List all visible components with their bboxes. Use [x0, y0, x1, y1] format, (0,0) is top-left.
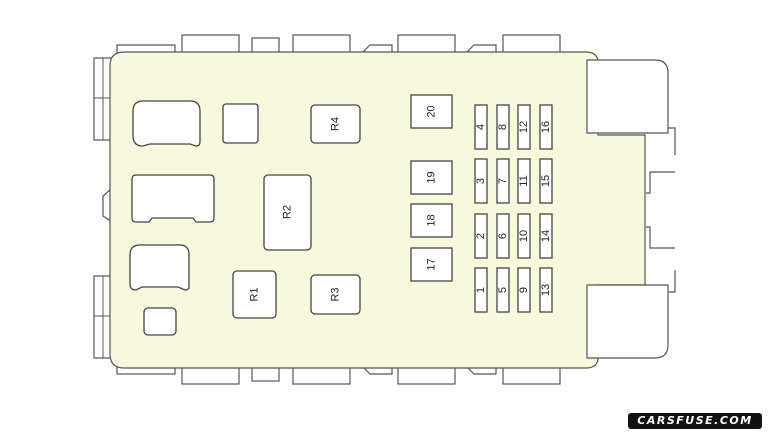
left-connectors [93, 57, 113, 359]
fuse-18[interactable]: 18 [410, 203, 453, 238]
relay-label: R3 [330, 287, 342, 301]
fuse-label: 16 [540, 121, 552, 133]
fuse-slot [539, 267, 553, 313]
fuse-label: 15 [540, 175, 552, 187]
fuse-label: 8 [497, 124, 509, 130]
fuse-3[interactable]: 3 [474, 158, 488, 204]
fuse-label: 11 [518, 175, 530, 186]
fuse-slot [517, 213, 531, 259]
fuse-label: 17 [426, 258, 438, 270]
fuse-label: 20 [426, 105, 438, 117]
fuse-slot [539, 213, 553, 259]
fuse-16[interactable]: 16 [539, 104, 553, 150]
relay-r4[interactable]: R4 [310, 104, 361, 144]
fuse-label: 19 [426, 171, 438, 183]
fuse-slot [517, 158, 531, 204]
fuse-slot [474, 213, 488, 259]
fuse-slot [496, 158, 510, 204]
relay-r2[interactable]: R2 [263, 174, 312, 251]
component-slot [131, 174, 215, 223]
component-slot [129, 244, 190, 291]
fuse-slot [496, 267, 510, 313]
fuse-6[interactable]: 6 [496, 213, 510, 259]
fuse-label: 9 [518, 287, 530, 293]
fuse-label: 18 [426, 214, 438, 226]
fuse-9[interactable]: 9 [517, 267, 531, 313]
component-slot [222, 103, 259, 144]
mini-fuse-grid: 4 3 2 1 8 7 6 5 12 11 10 9 16 15 14 13 [474, 104, 553, 313]
fuse-label: 4 [475, 124, 487, 130]
fuse-label: 7 [497, 178, 509, 184]
component-slot [132, 100, 201, 147]
fuse-8[interactable]: 8 [496, 104, 510, 150]
fuse-2[interactable]: 2 [474, 213, 488, 259]
fuse-label: 5 [497, 287, 509, 293]
fuse-20[interactable]: 20 [410, 94, 453, 129]
fuse-label: 3 [475, 178, 487, 184]
fuse-slot [474, 104, 488, 150]
right-connector-bottom [586, 284, 669, 359]
fuse-13[interactable]: 13 [539, 267, 553, 313]
fuse-slot [474, 267, 488, 313]
fuse-slot [539, 104, 553, 150]
right-connector-top [586, 59, 669, 134]
fuse-19[interactable]: 19 [410, 160, 453, 195]
fuse-slot [496, 213, 510, 259]
fuse-11[interactable]: 11 [517, 158, 531, 204]
fuse-slot [517, 104, 531, 150]
fuse-slot [539, 158, 553, 204]
relay-label: R2 [282, 205, 294, 219]
fuse-label: 14 [540, 230, 552, 242]
relay-label: R1 [249, 287, 261, 301]
fuse-7[interactable]: 7 [496, 158, 510, 204]
component-slot [143, 307, 177, 336]
fuse-label: 6 [497, 233, 509, 239]
fuse-5[interactable]: 5 [496, 267, 510, 313]
fuse-12[interactable]: 12 [517, 104, 531, 150]
fuse-label: 1 [475, 287, 487, 293]
fuse-17[interactable]: 17 [410, 247, 453, 282]
relay-r1[interactable]: R1 [232, 270, 277, 319]
relay-label: R4 [330, 117, 342, 131]
fuse-label: 2 [475, 233, 487, 239]
fuse-slot [517, 267, 531, 313]
fuse-14[interactable]: 14 [539, 213, 553, 259]
fuse-4[interactable]: 4 [474, 104, 488, 150]
fuse-label: 12 [518, 121, 530, 133]
fuse-10[interactable]: 10 [517, 213, 531, 259]
fuse-label: 13 [540, 284, 552, 296]
fuse-1[interactable]: 1 [474, 267, 488, 313]
fuse-15[interactable]: 15 [539, 158, 553, 204]
fuse-slot [474, 158, 488, 204]
fuse-label: 10 [518, 230, 530, 242]
carsfuse-logo: CARSFUSE.COM [628, 413, 762, 429]
relay-r3[interactable]: R3 [310, 274, 361, 315]
right-connectors [640, 127, 676, 293]
fuse-slot [496, 104, 510, 150]
